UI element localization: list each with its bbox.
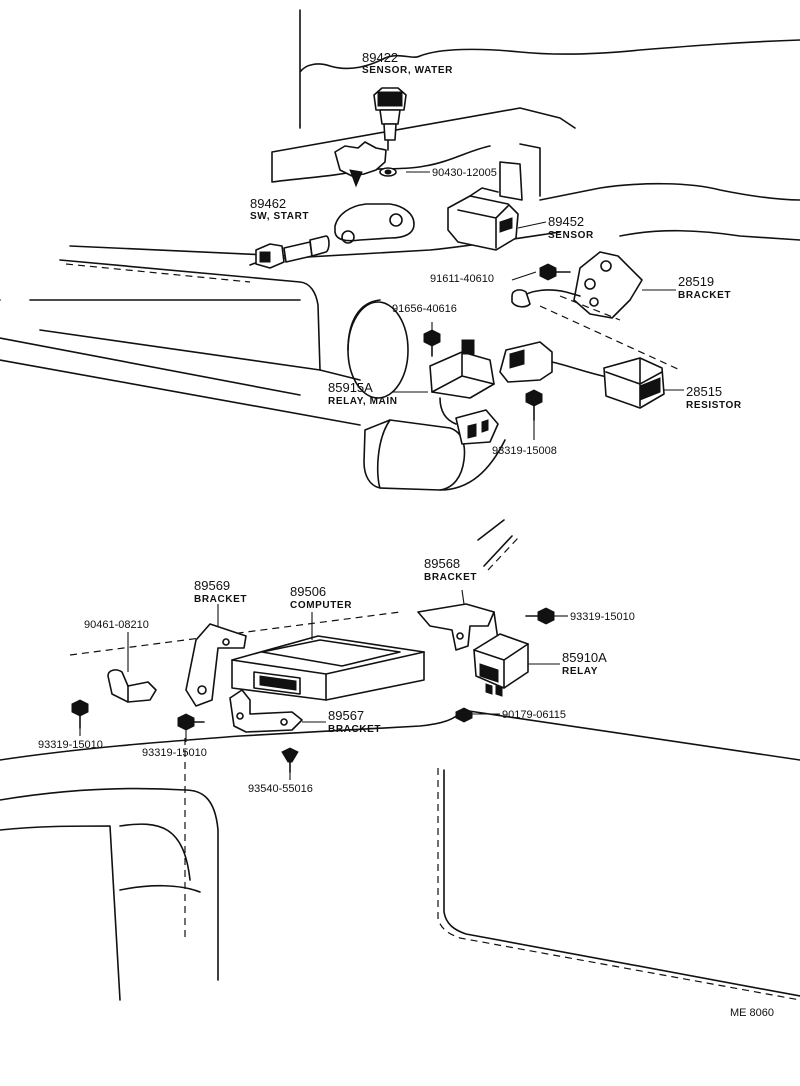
bolt-bottom-parts (71, 607, 555, 773)
callout-91611-40610: 91611-40610 (430, 273, 494, 285)
callout-number: 89422 (362, 50, 398, 65)
callout-number: 93319-15010 (570, 611, 635, 623)
callout-89568: 89568 BRACKET (424, 556, 477, 583)
callout-number: 90430-12005 (432, 167, 497, 179)
callout-number: 85910A (562, 650, 607, 665)
callout-89506: 89506 COMPUTER (290, 584, 352, 611)
callout-number: 93319-15010 (142, 747, 207, 759)
callout-number: 90461-08210 (84, 619, 149, 631)
bracket-89567-part (229, 689, 303, 733)
callout-number: 89506 (290, 584, 326, 599)
callout-label: BRACKET (678, 290, 731, 301)
callout-89567: 89567 BRACKET (328, 708, 381, 735)
water-sensor-part (373, 87, 407, 151)
callout-85915a: 85915A RELAY, MAIN (328, 380, 398, 407)
callout-number: 89567 (328, 708, 364, 723)
callout-number: 93540-55016 (248, 783, 313, 795)
clip-90461-part (107, 669, 157, 703)
alignment-line-resistor (559, 295, 621, 321)
callout-label: SENSOR (548, 230, 594, 241)
callout-label: COMPUTER (290, 600, 352, 611)
bracket-89569-part (185, 623, 247, 707)
callout-93319-15010-left: 93319-15010 (38, 739, 103, 751)
throttle-sensor-part (447, 187, 519, 251)
callout-number: 85915A (328, 380, 373, 395)
callout-number: 93319-15010 (38, 739, 103, 751)
callout-number: 93319-15008 (492, 445, 557, 457)
callout-93319-15010-top: 93319-15010 (570, 611, 635, 623)
callout-number: 90179-06115 (502, 709, 566, 721)
callout-93540-55016: 93540-55016 (248, 783, 313, 795)
callout-label: BRACKET (424, 572, 477, 583)
callout-number: 91656-40616 (392, 303, 457, 315)
callout-93319-15008: 93319-15008 (492, 445, 557, 457)
throttle-body-drawing (334, 141, 541, 244)
callout-89569: 89569 BRACKET (194, 578, 247, 605)
callout-number: 28515 (686, 384, 722, 399)
callout-90461-08210: 90461-08210 (84, 619, 149, 631)
callout-number: 91611-40610 (430, 273, 494, 285)
callout-93319-15010-mid: 93319-15010 (142, 747, 207, 759)
callout-label: RELAY, MAIN (328, 396, 398, 407)
callout-89462: 89462 SW, START (250, 196, 309, 222)
callout-label: SENSOR, WATER (362, 65, 453, 76)
callout-label: RELAY (562, 666, 598, 677)
callout-number: 89569 (194, 578, 230, 593)
bolt-93319-15008-part (525, 389, 543, 421)
callout-28515: 28515 RESISTOR (686, 384, 742, 411)
bolt-91611-part (539, 263, 571, 281)
callout-90179-06115: 90179-06115 (502, 709, 566, 721)
callout-89422: 89422 SENSOR, WATER (362, 50, 453, 76)
alignment-line-top (539, 305, 681, 371)
relay-85910a-part (473, 633, 529, 697)
callout-number: 89462 (250, 196, 286, 211)
bolt-91656-part (423, 329, 441, 357)
callout-28519: 28519 BRACKET (678, 274, 731, 301)
leader-lines-top (392, 171, 684, 440)
callout-number: 89568 (424, 556, 460, 571)
callout-85910a: 85910A RELAY (562, 650, 607, 677)
start-switch-part (255, 235, 330, 269)
bracket-28519-part (511, 251, 643, 319)
leader-lines-bottom (79, 589, 568, 780)
callout-label: BRACKET (194, 594, 247, 605)
callout-number: 28519 (678, 274, 714, 289)
callout-89452: 89452 SENSOR (548, 214, 594, 241)
callout-label: BRACKET (328, 724, 381, 735)
body-panel-outline (0, 519, 800, 1001)
washer-part (379, 167, 397, 177)
callout-number: 89452 (548, 214, 584, 229)
engine-body-outline (0, 9, 800, 491)
diagram-code: ME 8060 (730, 1007, 774, 1019)
callout-label: SW, START (250, 211, 309, 222)
callout-label: RESISTOR (686, 400, 742, 411)
main-relay-part (429, 339, 499, 445)
callout-91656-40616: 91656-40616 (392, 303, 457, 315)
resistor-part (499, 341, 665, 409)
callout-90430-12005: 90430-12005 (432, 167, 497, 179)
computer-ecu-part (231, 635, 425, 701)
